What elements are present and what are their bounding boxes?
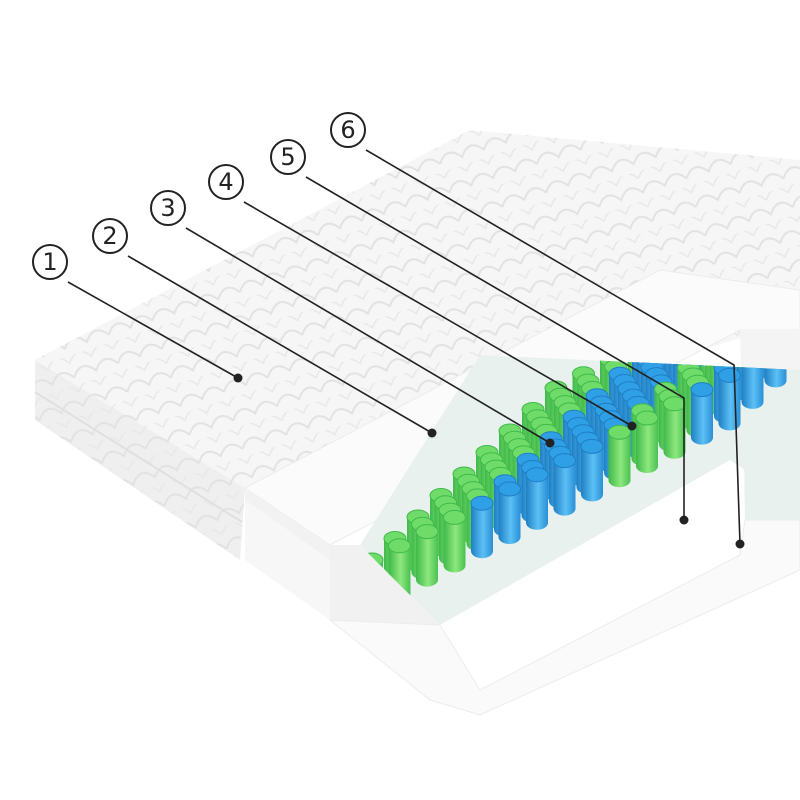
callout-line-2 [127, 255, 433, 434]
callout-line-6 [365, 149, 741, 545]
callout-line-4 [243, 201, 633, 427]
callout-line-1 [67, 281, 239, 379]
callout-dot-3 [545, 438, 555, 448]
pocket-spring [443, 509, 466, 573]
callout-circle-3 [150, 190, 186, 226]
pocket-spring [470, 495, 494, 559]
callout-label-2: 2 [102, 222, 117, 250]
callout-label-1: 1 [42, 248, 57, 276]
callout-circle-2 [92, 218, 128, 254]
callout-label-3: 3 [160, 194, 175, 222]
callouts: 1 2 3 4 5 6 [32, 112, 745, 549]
callout-dot-2 [427, 428, 437, 438]
callout-label-5: 5 [280, 143, 295, 171]
quilted-cover [34, 130, 800, 560]
callout-label-4: 4 [218, 168, 233, 196]
pocket-spring [718, 367, 741, 431]
callout-circle-1 [32, 244, 68, 280]
callout-circle-5 [270, 139, 306, 175]
callout-line-5 [305, 176, 685, 520]
pocket-spring [635, 410, 659, 473]
callout-circle-4 [208, 164, 244, 200]
callout-dot-1 [233, 373, 243, 383]
pocket-spring [498, 481, 521, 544]
pocket-spring [608, 424, 631, 488]
callout-dot-5 [679, 515, 689, 525]
pocket-spring [663, 396, 686, 459]
callout-dot-4 [627, 421, 637, 431]
callout-line-3 [185, 227, 551, 444]
pocket-spring [553, 453, 576, 516]
callout-circle-6 [330, 112, 366, 148]
callout-dot-6 [735, 539, 745, 549]
pocket-spring [415, 524, 439, 587]
pocket-spring [690, 382, 714, 445]
callout-label-6: 6 [340, 116, 355, 144]
pocket-spring [580, 438, 604, 502]
pocket-spring [525, 467, 549, 530]
